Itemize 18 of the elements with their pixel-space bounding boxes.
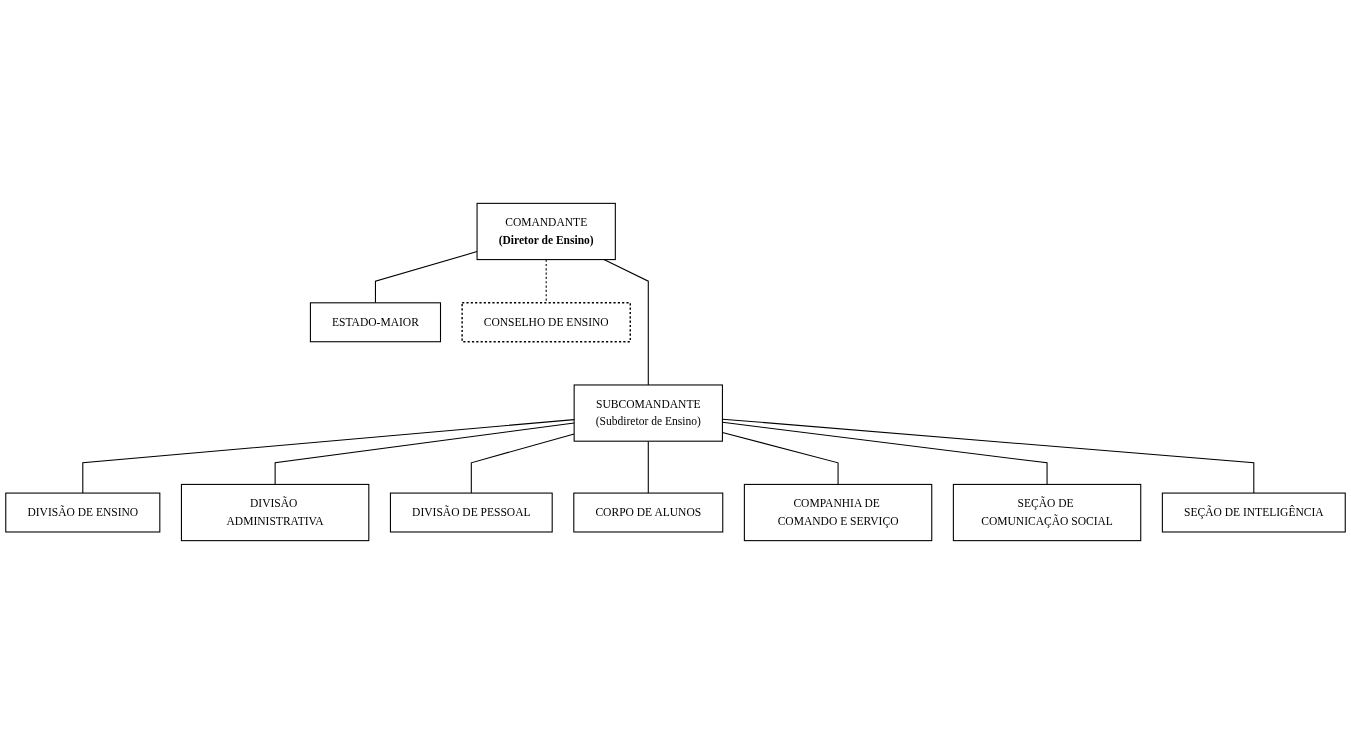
node-box: COMPANHIA DE COMANDO E SERVIÇO: [743, 483, 933, 542]
node-box: ESTADO-MAIOR: [309, 302, 442, 343]
node-box: DIVISÃO ADMINISTRATIVA: [180, 483, 370, 542]
connector: [374, 251, 478, 304]
node-box: DIVISÃO DE ENSINO: [5, 492, 161, 533]
node-box: COMANDANTE (Diretor de Ensino): [476, 202, 616, 261]
connector: [274, 422, 575, 485]
node-box: SEÇÃO DE INTELIGÊNCIA: [1161, 492, 1346, 533]
node-box: SUBCOMANDANTE (Subdiretor de Ensino): [573, 384, 723, 442]
connector: [470, 433, 575, 494]
node-box: SEÇÃO DE COMUNICAÇÃO SOCIAL: [952, 483, 1142, 542]
connector: [647, 440, 649, 494]
connector: [82, 419, 575, 494]
node-box: DIVISÃO DE PESSOAL: [389, 492, 553, 533]
connector: [545, 259, 547, 304]
node-box: CONSELHO DE ENSINO: [461, 302, 631, 343]
connector: [603, 259, 649, 386]
node-box: CORPO DE ALUNOS: [573, 492, 724, 533]
